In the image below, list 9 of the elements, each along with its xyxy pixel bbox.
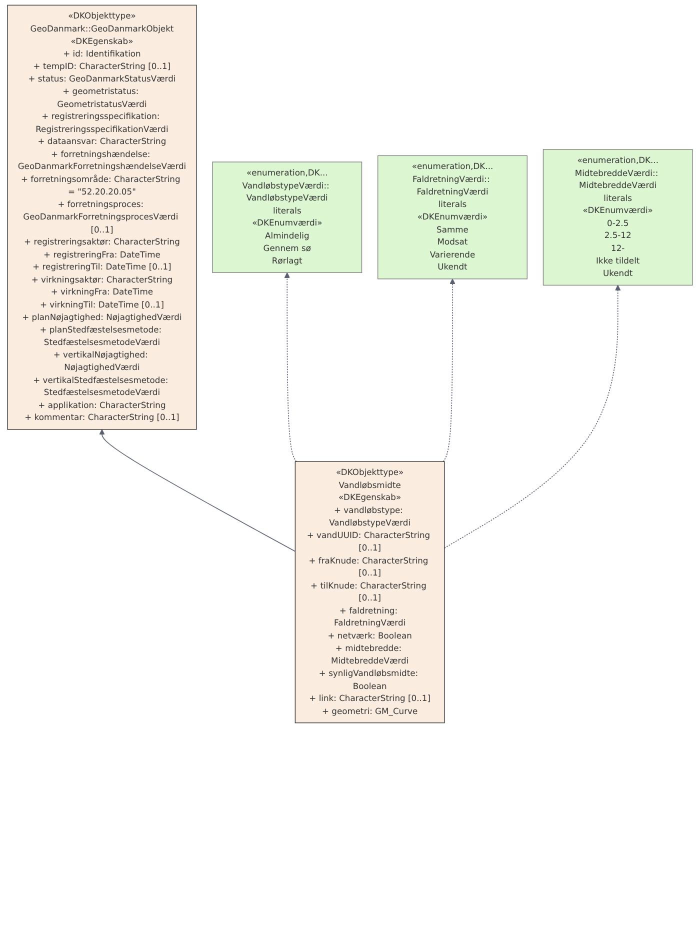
arrow	[444, 284, 621, 549]
arrow	[99, 429, 296, 552]
arrow	[284, 272, 297, 462]
node-box: «enumeration,DK... VandløbstypeVærdi:: VandløbstypeVærdi literals «DKEnumværdi» Almindelig Gennem sø Rørlagt	[212, 162, 362, 273]
node-box: «DKObjekttype» Vandløbsmidte «DKEgenskab» + vandløbstype: VandløbstypeVærdi + vandUUID: CharacterString [0..1] + fraKnude: CharacterString [0..1] + tilKnude: CharacterString [0..1] + faldretning: FaldretningVærdi + netværk: Boolean + midtebredde: MidtebreddeVærdi + synligVandløbsmidte: Boolean + link: CharacterString [0..1] + geometri: GM_Curve	[294, 461, 445, 724]
node-box: «enumeration,DK... MidtebreddeVærdi:: MidtebreddeVærdi literals «DKEnumværdi» 0-2.5 2.5-12 12- Ikke tildelt Ukendt	[542, 149, 693, 286]
arrow	[443, 278, 456, 462]
node-box: «DKObjekttype» GeoDanmark::GeoDanmarkObjekt «DKEgenskab» + id: Identifikation + tempID: CharacterString [0..1] + status: GeoDanmarkStatusVærdi + geometristatus: GeometristatusVærdi + registreringsspecifikation: RegistreringsspecifikationVærdi + dataansvar: CharacterString + forretningshændelse: GeoDanmarkForretningshændelseVærdi + forretningsområde: CharacterString = "52.20.20.05" + forretningsproces: GeoDanmarkForretningsprocesVærdi [0..1] + registreringsaktør: CharacterString + registreringFra: DateTime + registreringTil: DateTime [0..1] + virkningsaktør: CharacterString + virkningFra: DateTime + virkningTil: DateTime [0..1] + planNøjagtighed: NøjagtighedVærdi + planStedfæstelsesmetode: StedfæstelsesmetodeVærdi + vertikalNøjagtighed: NøjagtighedVærdi + vertikalStedfæstelsesmetode: StedfæstelsesmetodeVærdi + applikation: CharacterString + kommentar: CharacterString [0..1]	[7, 4, 197, 430]
node-box: «enumeration,DK... FaldretningVærdi:: FaldretningVærdi literals «DKEnumværdi» Samme Modsat Varierende Ukendt	[378, 155, 528, 280]
